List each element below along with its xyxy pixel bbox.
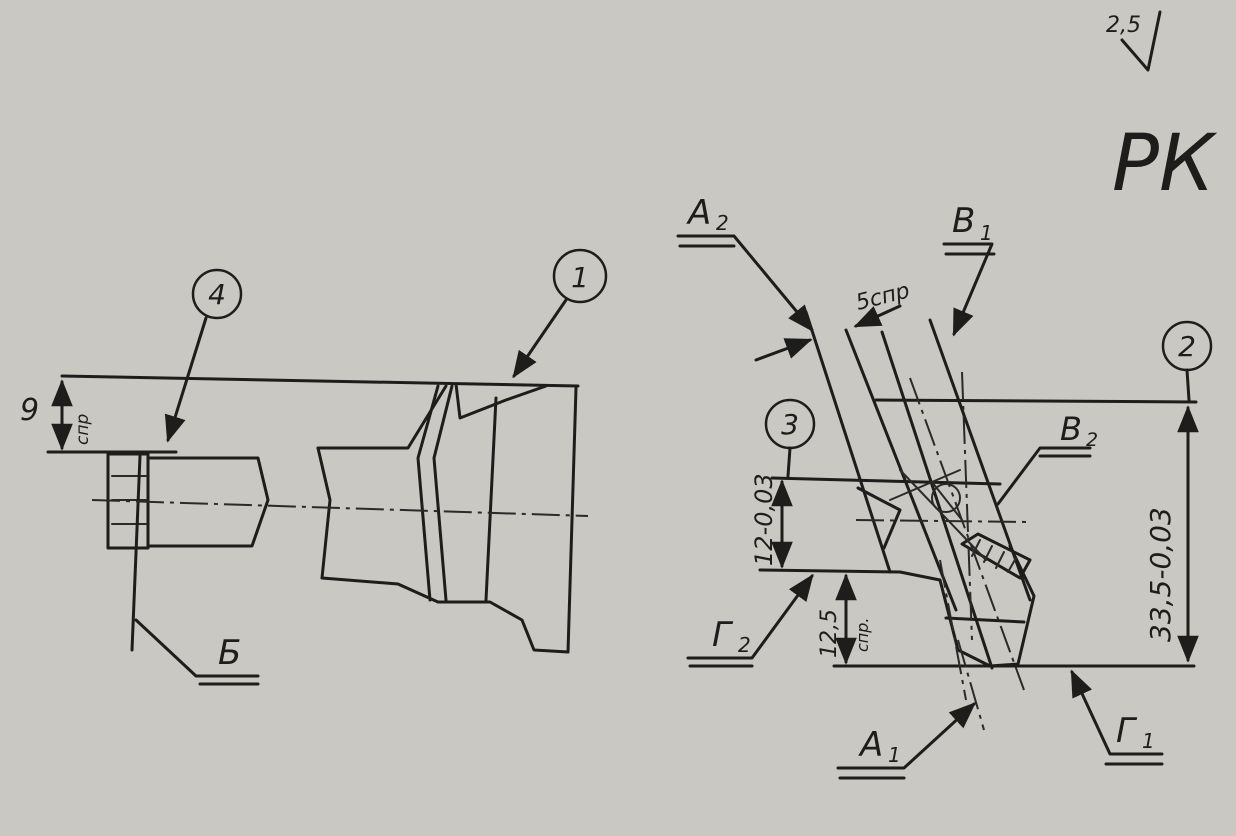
- svg-text:3: 3: [781, 408, 799, 441]
- left-view-centerline: [91, 499, 589, 517]
- svg-text:В: В: [1060, 410, 1082, 448]
- roughness-value: 2,5: [1106, 13, 1141, 38]
- svg-text:1: 1: [571, 261, 589, 294]
- svg-text:1: 1: [980, 221, 993, 245]
- svg-text:спр: спр: [73, 414, 93, 445]
- process-stamp: РК: [1112, 119, 1218, 209]
- svg-text:2: 2: [1086, 429, 1098, 451]
- svg-text:5спр: 5спр: [853, 278, 912, 315]
- callout-1: 1: [512, 248, 608, 379]
- svg-text:А: А: [686, 193, 711, 233]
- svg-text:9: 9: [20, 393, 39, 428]
- base-a2-label: А 2: [676, 193, 814, 333]
- roughness-symbol: 2,5: [1106, 10, 1162, 72]
- svg-text:2: 2: [716, 211, 729, 235]
- right-view-outline: [758, 310, 1198, 670]
- svg-text:спр.: спр.: [853, 618, 872, 653]
- svg-text:Г: Г: [712, 615, 734, 655]
- svg-text:Б: Б: [218, 633, 241, 673]
- dimension-left-small: 12-0,03: [750, 473, 793, 569]
- base-a1-label: А 1: [836, 702, 976, 780]
- svg-text:2: 2: [738, 633, 751, 657]
- svg-text:33,5-0,03: 33,5-0,03: [1144, 507, 1177, 642]
- svg-text:А: А: [858, 725, 883, 765]
- base-g2-label: Г 2: [686, 573, 814, 668]
- svg-text:В: В: [952, 201, 975, 241]
- dimension-left-height: 9 спр: [20, 379, 93, 451]
- callout-3: 3: [764, 398, 816, 478]
- svg-text:12,5: 12,5: [817, 609, 842, 658]
- base-g1-label: Г 1: [1070, 669, 1164, 766]
- svg-text:4: 4: [208, 278, 226, 311]
- base-b1-label: В 1: [942, 201, 996, 337]
- dimension-right-tall: 33,5-0,03: [1144, 405, 1199, 663]
- dimension-mid-small: 12,5 спр.: [817, 573, 872, 665]
- svg-text:Г: Г: [1116, 711, 1138, 751]
- base-b-label: Б: [134, 618, 260, 686]
- svg-text:2: 2: [1178, 330, 1196, 363]
- right-view-centerlines: [855, 371, 1029, 731]
- svg-text:1: 1: [1142, 729, 1155, 753]
- left-view-part-outline: [46, 374, 580, 654]
- svg-text:12-0,03: 12-0,03: [750, 473, 778, 566]
- base-b2-label: В 2: [996, 410, 1098, 506]
- svg-text:1: 1: [888, 743, 901, 767]
- callout-2: 2: [1161, 320, 1213, 402]
- callout-4: 4: [164, 268, 243, 443]
